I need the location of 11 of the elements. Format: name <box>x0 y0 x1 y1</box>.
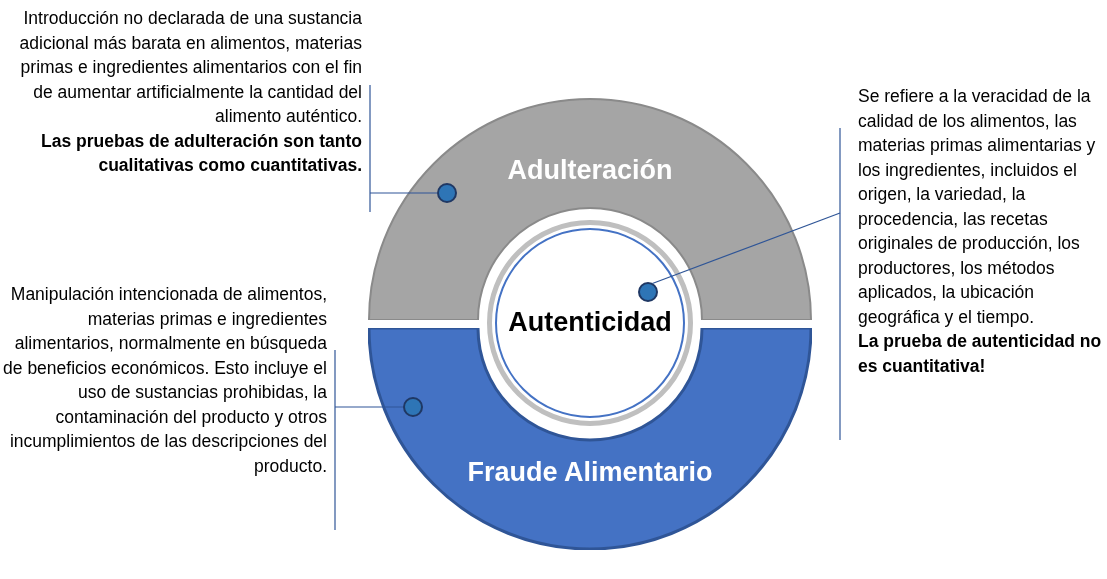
note-text: La prueba de autenticidad no es cuantitativa! <box>858 330 1103 378</box>
note-text: Las pruebas de adulteración son tanto cualitativas como cuantitativas. <box>40 129 362 177</box>
center-label: Autenticidad <box>508 306 672 340</box>
leader-line <box>651 212 841 285</box>
description-text: Manipulación intencionada de alimentos, materias primas e ingredientes alimentarios, normalmente en búsqueda de beneficios económicos. Esto incluye el uso de sustancias prohibidas, la contaminación del producto y otros incumplimientos de las descripciones del producto. <box>2 283 327 478</box>
segment-label: Fraude Alimentario <box>466 456 714 489</box>
segment-label: Adulteración <box>506 154 674 187</box>
description-text: Se refiere a la veracidad de la calidad de los alimentos, las materias primas alimentarias y los ingredientes, incluidos el origen, la variedad, la procedencia, las recetas originales de producción, los productores, los métodos aplicados, la ubicación geográfica y el tiempo. <box>858 85 1097 329</box>
description-text: Introducción no declarada de una sustancia adicional más barata en alimentos, materias primas e ingredientes alimentarios con el fin de aumentar artificialmente la cantidad del alimento auténtico. <box>18 7 362 128</box>
leader-line <box>369 192 438 194</box>
leader-line <box>334 406 404 408</box>
